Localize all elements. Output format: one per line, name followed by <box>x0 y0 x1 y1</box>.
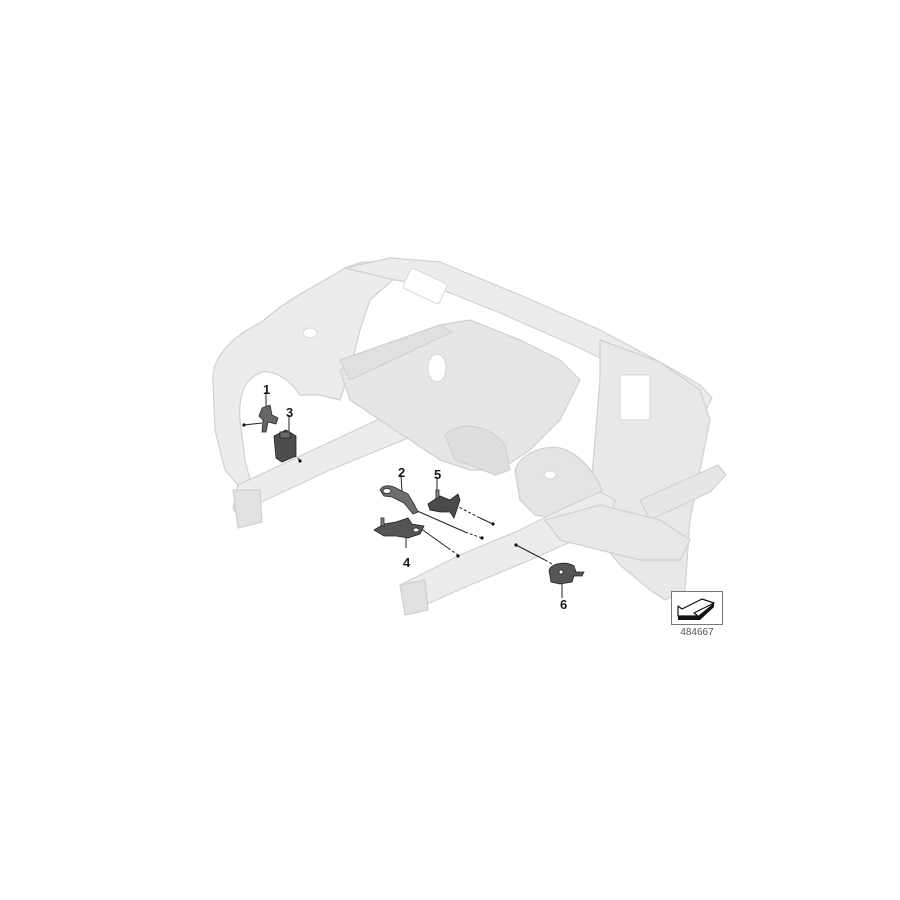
attachment-points <box>242 423 518 558</box>
body-details <box>302 268 651 480</box>
reference-number: 484667 <box>680 627 714 638</box>
callout-2[interactable]: 2 <box>398 465 406 480</box>
direction-arrow-icon <box>677 598 715 620</box>
callout-5[interactable]: 5 <box>434 467 442 482</box>
callout-4[interactable]: 4 <box>403 555 411 570</box>
part-1-bracket[interactable] <box>258 404 279 433</box>
callout-1[interactable]: 1 <box>263 382 271 397</box>
orientation-box <box>671 591 723 625</box>
part-2-bracket[interactable] <box>379 485 419 515</box>
part-6-bracket[interactable] <box>548 562 585 585</box>
callout-6[interactable]: 6 <box>560 597 568 612</box>
part-5-bracket[interactable] <box>427 489 461 519</box>
part-3-bracket[interactable] <box>273 429 297 463</box>
part-4-bracket[interactable] <box>373 517 425 539</box>
body-structure <box>212 257 727 616</box>
callout-3[interactable]: 3 <box>286 405 294 420</box>
